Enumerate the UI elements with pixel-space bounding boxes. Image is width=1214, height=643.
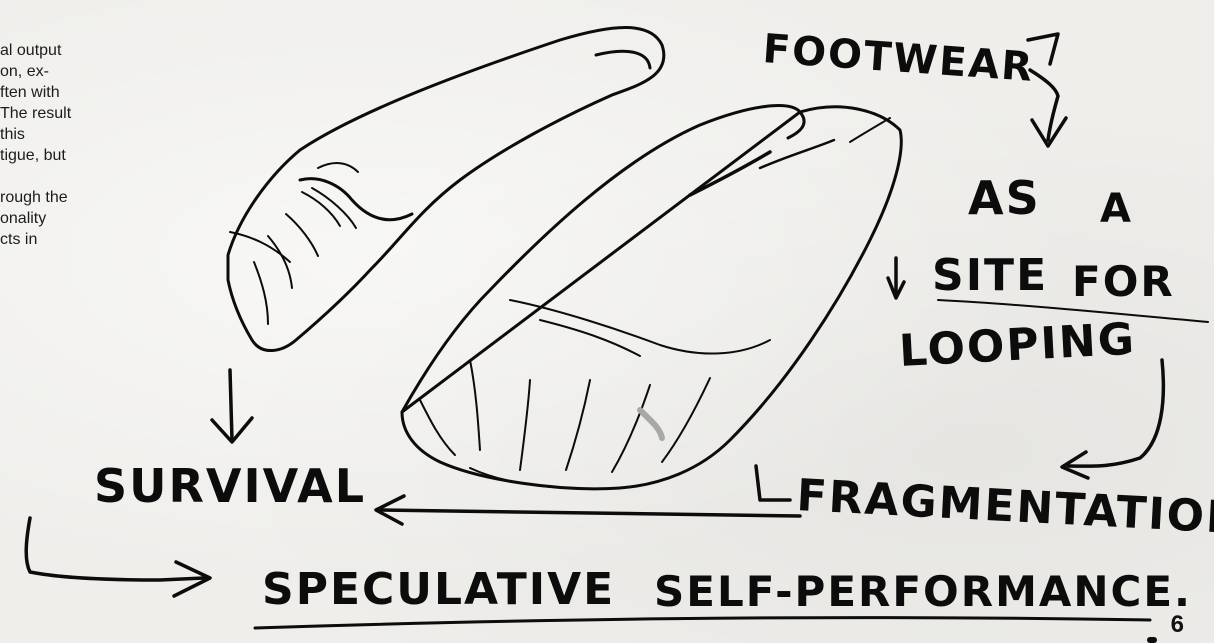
- label-for: FOR: [1072, 257, 1175, 306]
- label-site: SITE: [932, 250, 1048, 301]
- arrow-looping-return: [1068, 360, 1163, 466]
- label-a: A: [1100, 186, 1133, 232]
- label-survival: SURVIVAL: [94, 459, 366, 513]
- page-number: 6: [1171, 611, 1184, 639]
- label-speculative: SPECULATIVE: [262, 564, 615, 615]
- front-foot-drawing: [402, 106, 901, 489]
- arrow-footwear-down: [1030, 70, 1058, 140]
- label-self-performance: SELF-PERFORMANCE.: [654, 567, 1192, 616]
- arrow-fragmentation-to-survival: [380, 510, 800, 516]
- label-looping: LOOPING: [898, 314, 1137, 377]
- arrow-survival-to-speculative: [26, 518, 204, 580]
- label-as: AS: [968, 171, 1041, 225]
- label-footwear: FOOTWEAR: [761, 26, 1035, 91]
- label-fragmentation: FRAGMENTATION: [795, 470, 1214, 544]
- arrow-survival-stem: [230, 370, 232, 440]
- underline-speculative: [255, 618, 1150, 628]
- arrow-fragmentation-hook: [756, 466, 790, 500]
